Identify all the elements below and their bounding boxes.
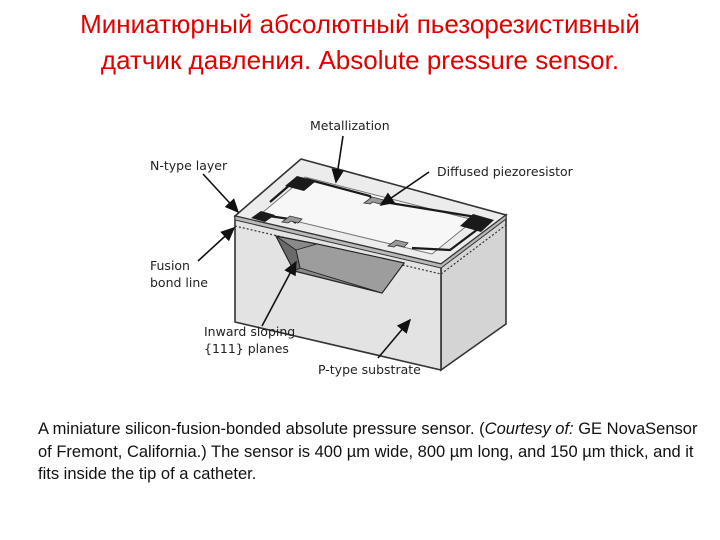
substrate-arrow: [377, 318, 412, 359]
label-inward-sloping: Inward sloping: [204, 324, 295, 339]
figure-caption: A miniature silicon-fusion-bonded absolu…: [38, 418, 698, 486]
caption-part-1: A miniature silicon-fusion-bonded absolu…: [38, 420, 485, 438]
bond-pad: [251, 211, 275, 222]
label-fusion: Fusion: [150, 258, 190, 273]
piezoresistor: [281, 215, 303, 224]
fusion-arrow: [197, 226, 236, 262]
label-metallization: Metallization: [310, 118, 390, 133]
label-111-planes: {111} planes: [204, 341, 289, 356]
n-type-layer-arrow: [202, 173, 240, 214]
label-diffused-piezoresistor: Diffused piezoresistor: [437, 164, 574, 179]
label-n-type-layer: N-type layer: [150, 158, 228, 173]
label-bond-line: bond line: [150, 275, 208, 290]
inward-arrow: [261, 260, 297, 327]
caption-courtesy: Courtesy of:: [484, 420, 574, 438]
title-line-1: Миниатюрный абсолютный пьезорезистивный: [80, 9, 640, 39]
n-type-layer-edge: [234, 213, 507, 269]
slide-title: Миниатюрный абсолютный пьезорезистивный …: [0, 6, 720, 78]
metallization-arrow: [331, 135, 345, 184]
piezoresistor: [387, 239, 409, 248]
label-p-type-substrate: P-type substrate: [318, 362, 421, 377]
title-line-2: датчик давления. Absolute pressure senso…: [100, 45, 620, 75]
bond-pad: [285, 176, 316, 191]
bond-pad: [460, 214, 494, 232]
piezoresistor-arrow: [379, 171, 430, 206]
caption-part-2: GE NovaSensor of Fremont, California.) T…: [38, 420, 698, 483]
